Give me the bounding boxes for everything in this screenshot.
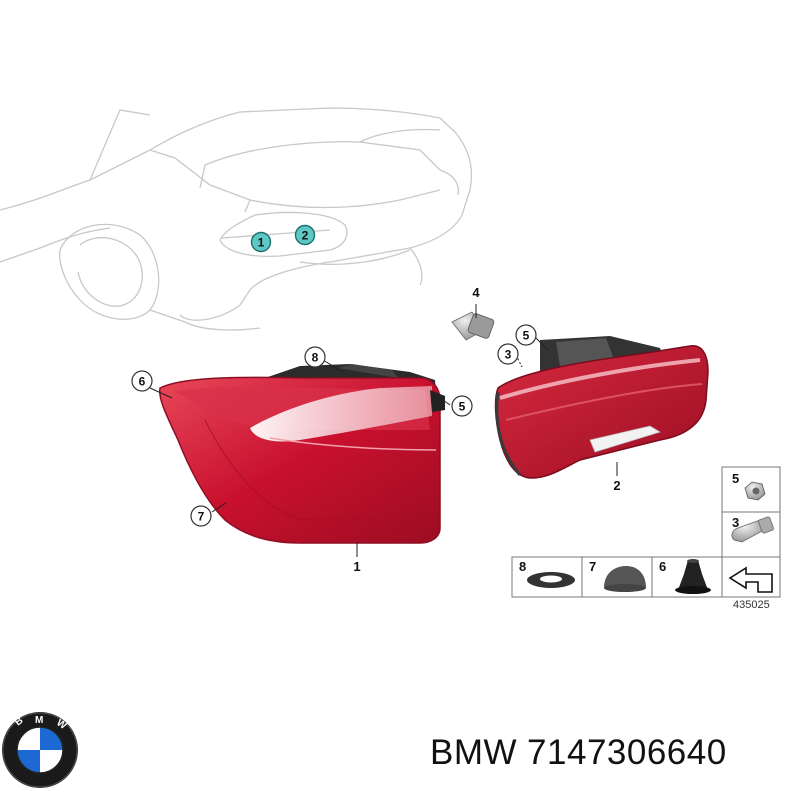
callout-part-3: 3 bbox=[497, 343, 519, 365]
inner-tail-lamp bbox=[494, 336, 709, 479]
car-callout-2: 2 bbox=[294, 224, 316, 246]
table-label-5: 5 bbox=[732, 471, 739, 486]
bulb-socket-part bbox=[451, 311, 495, 341]
table-label-3: 3 bbox=[732, 515, 739, 530]
callout-part-2: 2 bbox=[613, 478, 620, 493]
callout-part-5-right: 5 bbox=[515, 324, 537, 346]
car-callout-1: 1 bbox=[250, 231, 272, 253]
outer-tail-lamp bbox=[159, 364, 445, 544]
diagram-number: 435025 bbox=[733, 599, 770, 611]
cap-icon bbox=[604, 566, 646, 592]
callout-part-7: 7 bbox=[190, 505, 212, 527]
gasket-icon bbox=[527, 572, 575, 588]
direction-arrow-icon bbox=[728, 566, 773, 593]
table-label-8: 8 bbox=[519, 559, 526, 574]
callout-part-4: 4 bbox=[472, 285, 480, 300]
callout-part-5-left: 5 bbox=[451, 395, 473, 417]
car-callout-1-label: 1 bbox=[258, 236, 265, 250]
leader-lines bbox=[149, 304, 618, 557]
svg-text:3: 3 bbox=[505, 348, 512, 362]
svg-text:5: 5 bbox=[523, 329, 530, 343]
table-label-7: 7 bbox=[589, 559, 596, 574]
svg-text:5: 5 bbox=[459, 400, 466, 414]
svg-text:8: 8 bbox=[312, 351, 319, 365]
brand-name: BMW bbox=[430, 733, 518, 772]
svg-text:6: 6 bbox=[139, 375, 146, 389]
table-label-6: 6 bbox=[659, 559, 666, 574]
callout-part-8: 8 bbox=[304, 346, 326, 368]
parts-table: 5 3 8 7 6 bbox=[511, 466, 781, 598]
plug-icon bbox=[731, 516, 774, 543]
nut-icon bbox=[744, 481, 766, 501]
svg-text:7: 7 bbox=[198, 510, 205, 524]
part-number: 7147306640 bbox=[527, 733, 727, 772]
svg-text:M: M bbox=[35, 715, 43, 726]
callout-part-6: 6 bbox=[131, 370, 153, 392]
bmw-logo: B M W bbox=[2, 712, 78, 788]
grommet-icon bbox=[675, 559, 711, 594]
car-callout-2-label: 2 bbox=[302, 229, 309, 243]
callout-part-1: 1 bbox=[353, 559, 360, 574]
car-outline-drawing bbox=[0, 107, 473, 331]
